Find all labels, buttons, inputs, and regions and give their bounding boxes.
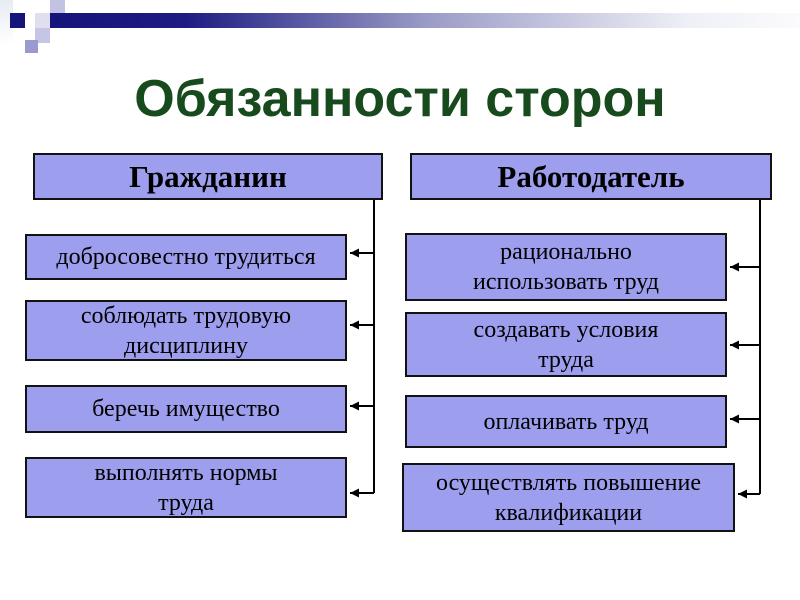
duty-text: дисциплину (124, 332, 248, 359)
employer-duty-3: оплачивать труд (405, 395, 727, 448)
duty-text: выполнять нормы (94, 459, 278, 486)
duty-text: соблюдать трудовую (80, 302, 292, 329)
employer-duty-1: рационально использовать труд (405, 233, 727, 301)
employer-duty-2: создавать условия труда (405, 312, 727, 377)
decor-square (35, 13, 50, 28)
citizen-duty-1: добросовестно трудиться (25, 234, 347, 280)
header-citizen: Гражданин (33, 153, 383, 200)
employer-duty-4: осуществлять повышение квалификации (402, 463, 735, 532)
decor-square-navy (10, 13, 25, 28)
duty-text: оплачивать труд (483, 408, 649, 435)
banner-gradient-bar (50, 13, 800, 28)
duty-text: использовать труд (473, 269, 659, 295)
decor-square (25, 40, 38, 53)
citizen-duty-2: соблюдать трудовую дисциплину (25, 300, 347, 361)
header-employer: Работодатель (410, 153, 772, 200)
duty-text: квалификации (494, 499, 643, 526)
duty-text: создавать условия (473, 316, 659, 343)
duty-text: рационально (500, 239, 632, 265)
duty-text: добросовестно трудиться (56, 244, 316, 270)
slide-title: Обязанности сторон (134, 70, 666, 128)
corner-gradient-strip (0, 0, 13, 45)
duty-text: труда (538, 346, 594, 373)
citizen-duty-4: выполнять нормы труда (25, 457, 347, 518)
citizen-duty-3: беречь имущество (25, 385, 347, 433)
duty-text: труда (158, 489, 214, 516)
decor-square (50, 0, 65, 13)
duty-text: осуществлять повышение (435, 469, 702, 496)
decor-square (35, 28, 50, 43)
duty-text: беречь имущество (92, 396, 280, 422)
